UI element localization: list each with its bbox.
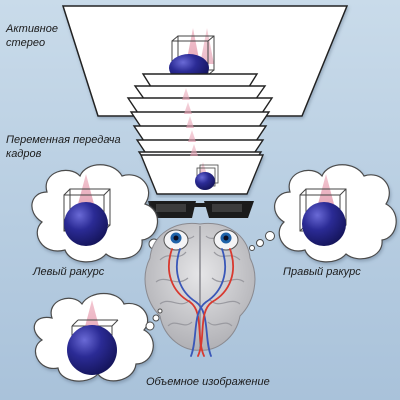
shutter-glasses-icon [148, 201, 254, 218]
eye-icon-left [163, 229, 189, 251]
thought-cloud-left [31, 164, 170, 263]
sphere-icon [302, 202, 346, 246]
frame-sequencing-label: Переменная передача кадров [6, 134, 121, 160]
left-view-label: Левый ракурс [33, 266, 105, 278]
right-view-label: Правый ракурс [283, 266, 361, 278]
frame-stack [126, 73, 274, 195]
optic-pathways [168, 248, 234, 357]
thought-cloud-right [249, 164, 397, 263]
sphere-icon [67, 325, 117, 375]
thought-cloud-bottom [33, 292, 163, 382]
sphere-icon [64, 202, 108, 246]
eye-icon-right [213, 229, 239, 251]
volumetric-image-label: Объемное изображение [146, 376, 270, 388]
sphere-icon [195, 172, 215, 190]
active-stereo-label: Активное стерео [6, 23, 58, 49]
